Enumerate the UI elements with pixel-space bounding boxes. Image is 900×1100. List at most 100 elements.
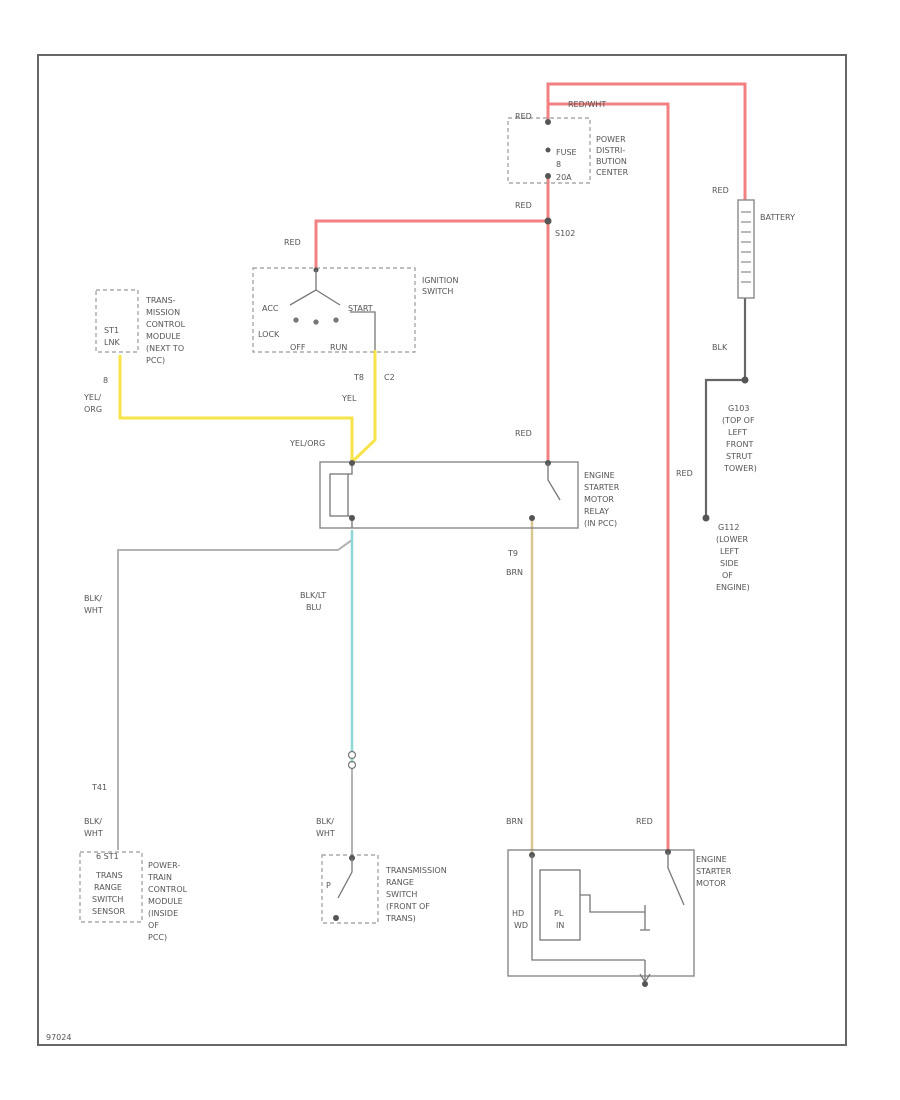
svg-text:SWITCH: SWITCH [92, 895, 123, 904]
svg-text:SIDE: SIDE [720, 559, 739, 568]
svg-text:POWER-: POWER- [148, 861, 180, 870]
svg-text:SWITCH: SWITCH [386, 890, 417, 899]
motor-wd-label: WD [514, 921, 528, 930]
diagram-frame [37, 54, 847, 1046]
svg-text:MODULE: MODULE [146, 332, 181, 341]
motor-hd-label: HD [512, 909, 524, 918]
svg-text:(FRONT OF: (FRONT OF [386, 902, 430, 911]
battery-label: BATTERY [760, 213, 795, 222]
svg-text:TRAIN: TRAIN [147, 873, 172, 882]
svg-text:MODULE: MODULE [148, 897, 183, 906]
starter-motor-label: ENGINE STARTER MOTOR [696, 855, 732, 888]
blk-blu-label-1: BLK/LT [300, 591, 326, 600]
svg-text:STARTER: STARTER [696, 867, 732, 876]
ignition-c2-label: C2 [384, 373, 395, 382]
pdc-label-3: BUTION [596, 157, 627, 166]
svg-text:G112: G112 [718, 523, 739, 532]
svg-text:TRANS-: TRANS- [145, 296, 176, 305]
fuse-terminal-bottom [545, 173, 551, 179]
svg-text:MOTOR: MOTOR [696, 879, 726, 888]
wire-yel-ignition-to-relay [350, 350, 377, 464]
blk-wht-bottom-2: WHT [84, 829, 103, 838]
motor-ground [642, 981, 648, 987]
motor-red-label: RED [636, 817, 653, 826]
blk-wht-label-1: BLK/ [84, 594, 102, 603]
ignition-switch-contacts [289, 270, 376, 350]
splice-red-label: RED [515, 201, 532, 210]
svg-text:SENSOR: SENSOR [92, 907, 125, 916]
svg-text:ENGINE): ENGINE) [716, 583, 750, 592]
pcm-label: POWER- TRAIN CONTROL MODULE (INSIDE OF P… [147, 861, 188, 942]
pdc-label-4: CENTER [596, 168, 629, 177]
tr-switch-p-label: P [326, 881, 331, 890]
svg-text:TRANSMISSION: TRANSMISSION [385, 866, 447, 875]
svg-text:LEFT: LEFT [720, 547, 739, 556]
svg-text:MISSION: MISSION [146, 308, 180, 317]
ground-g112-label: G112 (LOWER LEFT SIDE OF ENGINE) [716, 523, 750, 592]
ignition-t8-label: T8 [353, 373, 364, 382]
blue-wire-connector-2 [347, 760, 357, 770]
svg-text:OF: OF [148, 921, 159, 930]
wire-red-battery-to-fuse [546, 82, 747, 200]
fuse-red-wht-label: RED/WHT [568, 100, 606, 109]
tcm-conn-1: ST1 [104, 326, 119, 335]
tr-switch-ground [333, 915, 339, 921]
ground-g103-point [741, 376, 749, 384]
ignition-acc-label: ACC [262, 304, 279, 313]
svg-text:LEFT: LEFT [728, 428, 747, 437]
svg-text:PCC): PCC) [146, 356, 165, 365]
fuse-red-top-label: RED [515, 112, 532, 121]
ignition-lock-label: LOCK [258, 330, 280, 339]
trs-box-label: TRANS RANGE SWITCH SENSOR [92, 871, 125, 916]
starter-motor-internals [531, 852, 685, 984]
starter-motor-box [507, 849, 695, 977]
starter-relay-coil [329, 473, 349, 517]
battery-red-label: RED [712, 186, 729, 195]
t41-label: T41 [91, 783, 107, 792]
svg-text:RANGE: RANGE [94, 883, 122, 892]
motor-pl-label: PL [554, 909, 564, 918]
ground-g112-point [702, 514, 710, 522]
svg-text:ENGINE: ENGINE [584, 471, 615, 480]
ignition-label-2: SWITCH [422, 287, 453, 296]
splice-id-label: S102 [555, 229, 575, 238]
ground-blk-label: BLK [712, 343, 728, 352]
tcm-wire-label-1: YEL/ [83, 393, 101, 402]
wire-red-splice-to-ignition [314, 219, 548, 268]
tr-switch-label: TRANSMISSION RANGE SWITCH (FRONT OF TRAN… [385, 866, 447, 923]
fuse-terminal-top [545, 119, 551, 125]
fuse-number: 8 [556, 160, 561, 169]
pdc-label-2: DISTRI- [596, 146, 625, 155]
svg-text:TRANS): TRANS) [385, 914, 416, 923]
ground-g103-label: G103 (TOP OF LEFT FRONT STRUT TOWER) [722, 404, 757, 473]
pdc-label-1: POWER [596, 135, 626, 144]
svg-text:PCC): PCC) [148, 933, 167, 942]
svg-text:ENGINE: ENGINE [696, 855, 727, 864]
tcm-label: TRANS- MISSION CONTROL MODULE (NEXT TO P… [145, 296, 186, 365]
svg-text:(IN PCC): (IN PCC) [584, 519, 617, 528]
relay-terminal-coil-out [349, 515, 355, 521]
trs-pins-label: 6 ST1 [96, 852, 119, 861]
svg-text:STARTER: STARTER [584, 483, 620, 492]
ignition-red-label: RED [284, 238, 301, 247]
svg-text:CONTROL: CONTROL [146, 320, 186, 329]
relay-red-label: RED [515, 429, 532, 438]
tcm-conn-2: LNK [104, 338, 120, 347]
brn-bottom-label: BRN [506, 817, 523, 826]
tcm-box [95, 289, 139, 353]
svg-text:STRUT: STRUT [726, 452, 752, 461]
battery-body [737, 199, 755, 299]
right-red-wire-label: RED [676, 469, 693, 478]
starter-relay-box [319, 461, 579, 529]
svg-text:(LOWER: (LOWER [716, 535, 749, 544]
wire-blk-ground-branch [704, 378, 745, 518]
splice-s102 [544, 217, 552, 225]
ignition-yel-label: YEL [341, 394, 357, 403]
motor-in-label: IN [556, 921, 564, 930]
svg-text:FRONT: FRONT [726, 440, 753, 449]
blk-blu-label-2: BLU [306, 603, 322, 612]
tcm-pin-label: 8 [103, 376, 108, 385]
wire-blk-wht [117, 539, 353, 850]
svg-text:TOWER): TOWER) [723, 464, 757, 473]
